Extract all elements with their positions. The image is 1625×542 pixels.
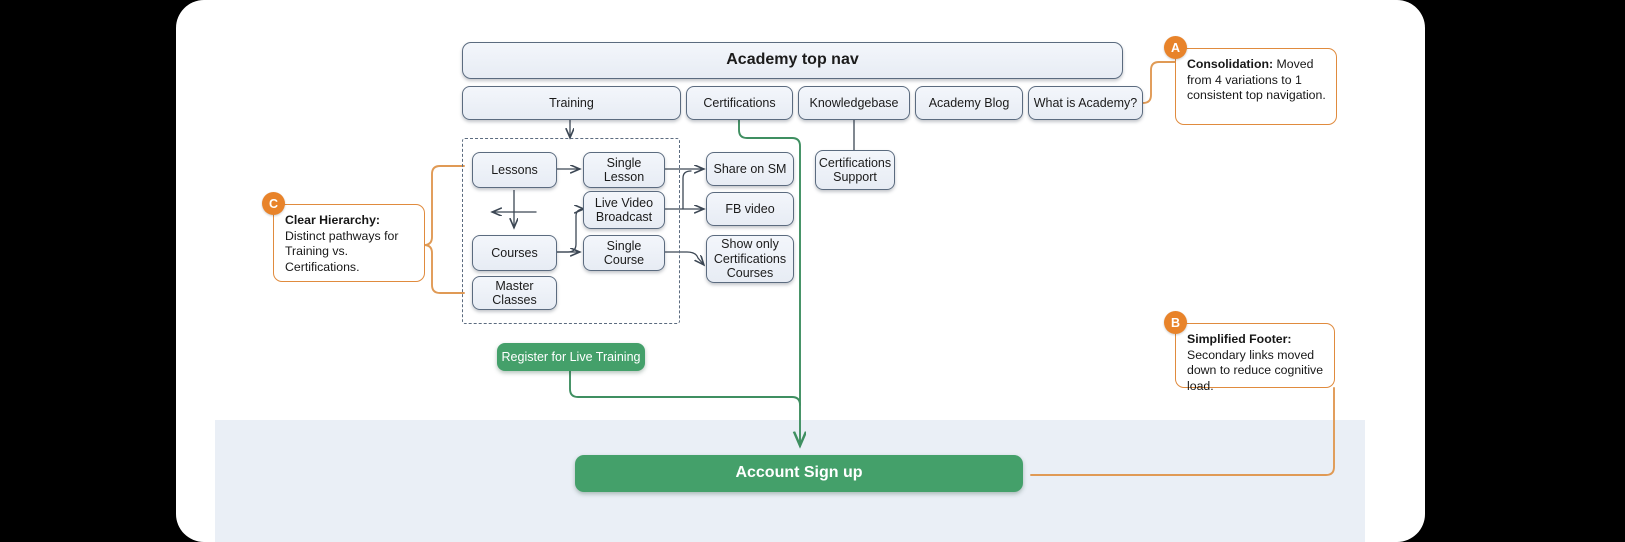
node-label: Master Classes	[492, 278, 537, 307]
cta-register-for-live-training[interactable]: Register for Live Training	[497, 343, 645, 371]
nav-item-label: Knowledgebase	[809, 95, 899, 110]
callout-body: Moved from 4 variations to 1 consistent …	[1187, 57, 1326, 103]
node-label: Live Video Broadcast	[594, 195, 654, 224]
node-single-course[interactable]: Single Course	[583, 235, 665, 271]
cta-label: Register for Live Training	[501, 349, 641, 364]
node-label: Lessons	[491, 162, 538, 177]
nav-item-label: What is Academy?	[1033, 95, 1138, 110]
node-certifications-support[interactable]: Certifications Support	[815, 150, 895, 190]
badge-letter: C	[268, 196, 279, 211]
badge-letter: B	[1170, 315, 1181, 330]
node-single-lesson[interactable]: Single Lesson	[583, 152, 665, 188]
node-live-video-broadcast[interactable]: Live Video Broadcast	[583, 191, 665, 229]
node-lessons[interactable]: Lessons	[472, 152, 557, 188]
callout-title: Simplified Footer:	[1187, 332, 1292, 346]
nav-item-certifications[interactable]: Certifications	[686, 86, 793, 120]
node-label: Certifications Support	[818, 155, 892, 184]
badge-letter: A	[1170, 40, 1181, 55]
callout-title: Clear Hierarchy:	[285, 213, 381, 227]
nav-item-label: Training	[549, 95, 594, 110]
node-show-only-certifications-courses[interactable]: Show only Certifications Courses	[706, 235, 794, 283]
diagram-canvas: Academy top nav Training Certifications …	[176, 0, 1425, 542]
node-label: Academy top nav	[726, 51, 859, 69]
nav-item-knowledgebase[interactable]: Knowledgebase	[798, 86, 910, 120]
node-label: FB video	[725, 201, 775, 216]
callout-badge-a: A	[1164, 36, 1187, 59]
node-label: Single Course	[603, 238, 645, 267]
callout-clear-hierarchy: Clear Hierarchy: Distinct pathways for T…	[273, 204, 425, 282]
callout-badge-b: B	[1164, 311, 1187, 334]
cta-account-sign-up[interactable]: Account Sign up	[575, 455, 1023, 492]
node-share-on-sm[interactable]: Share on SM	[706, 152, 794, 186]
node-courses[interactable]: Courses	[472, 235, 557, 271]
node-label: Single Lesson	[603, 155, 645, 184]
nav-item-label: Academy Blog	[928, 95, 1010, 110]
nav-item-training[interactable]: Training	[462, 86, 681, 120]
node-academy-top-nav[interactable]: Academy top nav	[462, 42, 1123, 79]
callout-title: Consolidation:	[1187, 57, 1274, 71]
callout-badge-c: C	[262, 192, 285, 215]
node-fb-video[interactable]: FB video	[706, 192, 794, 226]
node-label: Courses	[491, 245, 538, 260]
callout-simplified-footer: Simplified Footer: Secondary links moved…	[1175, 323, 1335, 393]
node-master-classes[interactable]: Master Classes	[472, 276, 557, 310]
cta-label: Account Sign up	[735, 464, 863, 482]
nav-item-label: Certifications	[703, 95, 776, 110]
callout-body: Secondary links moved down to reduce cog…	[1187, 347, 1324, 394]
callout-body: Distinct pathways for Training vs. Certi…	[285, 228, 399, 275]
node-label: Show only Certifications Courses	[713, 237, 787, 281]
nav-item-what-is-academy[interactable]: What is Academy?	[1028, 86, 1143, 120]
nav-item-academy-blog[interactable]: Academy Blog	[915, 86, 1023, 120]
callout-consolidation: Consolidation: Moved from 4 variations t…	[1175, 48, 1337, 125]
node-label: Share on SM	[713, 161, 787, 176]
